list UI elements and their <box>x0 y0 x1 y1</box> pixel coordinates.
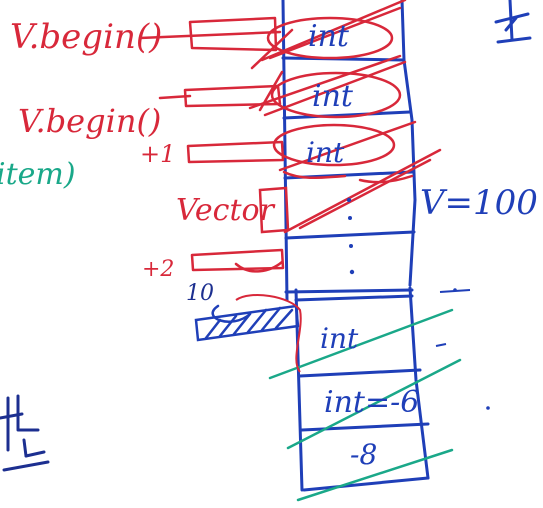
ten-label: 10 <box>186 281 214 306</box>
v-equals-label: V=100 <box>420 183 538 223</box>
upper-stack-scribbles <box>248 0 442 234</box>
pointer-boxes <box>138 16 294 273</box>
vector-box <box>258 186 290 234</box>
upper-stack <box>281 0 417 302</box>
plus-one-label: +1 <box>140 140 175 168</box>
cell-label-4: int <box>320 322 359 355</box>
item-label: item) <box>0 157 76 192</box>
cell-label-6: -8 <box>350 438 377 471</box>
top-right-scribble <box>494 0 532 44</box>
vector-label: Vector <box>176 193 276 228</box>
v-begin-label-2: V.begin() <box>18 102 161 140</box>
v-begin-label-1: V.begin() <box>10 17 162 57</box>
lower-stack-scribbles <box>268 308 462 502</box>
stack-dots <box>346 197 490 410</box>
cell-label-2: int <box>312 79 354 114</box>
bottom-left-glyph <box>0 394 50 472</box>
red-link-loop <box>235 294 302 373</box>
cell-label-1: int <box>308 19 350 54</box>
plus-two-label: +2 <box>142 257 174 282</box>
cell-label-5: int=-6 <box>324 385 419 420</box>
cell-label-3: int <box>306 136 345 169</box>
misc-marks <box>435 289 471 347</box>
hatched-box <box>194 304 300 342</box>
